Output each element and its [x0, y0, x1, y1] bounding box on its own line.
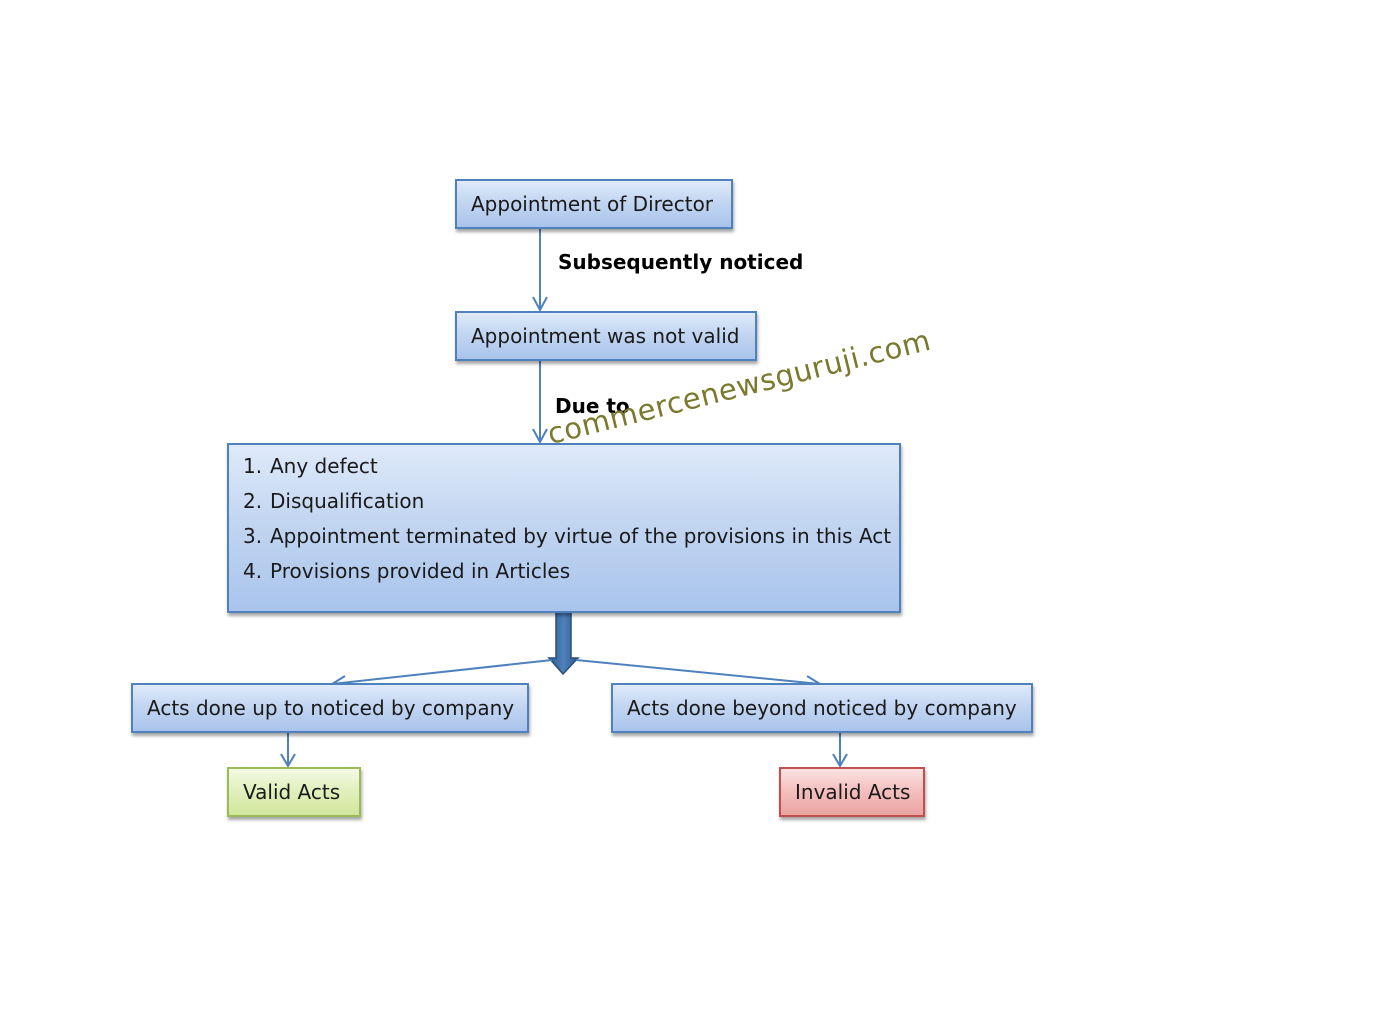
node-acts-beyond-notice-label: Acts done beyond noticed by company [627, 696, 1017, 720]
node-appointment-of-director-label: Appointment of Director [471, 192, 714, 216]
node-acts-up-to-notice: Acts done up to noticed by company [131, 683, 529, 733]
node-appointment-not-valid-label: Appointment was not valid [471, 324, 740, 348]
list-item-text: Appointment terminated by virtue of the … [270, 524, 892, 548]
list-item-number: 4. [243, 559, 263, 583]
node-acts-beyond-notice: Acts done beyond noticed by company [611, 683, 1033, 733]
list-item: 2. Disqualification [243, 488, 899, 523]
edge-label-due-to: Due to [555, 394, 630, 418]
arrow-up-to-valid [280, 733, 296, 768]
node-invalid-acts-label: Invalid Acts [795, 780, 911, 804]
list-item: 1. Any defect [243, 453, 899, 488]
node-appointment-of-director: Appointment of Director [455, 179, 733, 229]
node-valid-acts-label: Valid Acts [243, 780, 341, 804]
list-item-number: 2. [243, 489, 263, 513]
arrow-not-valid-to-reasons [532, 361, 548, 445]
list-item-number: 3. [243, 524, 263, 548]
node-acts-up-to-notice-label: Acts done up to noticed by company [147, 696, 515, 720]
list-item-text: Provisions provided in Articles [270, 559, 571, 583]
edge-label-subsequently-noticed: Subsequently noticed [558, 250, 804, 274]
node-appointment-not-valid: Appointment was not valid [455, 311, 757, 361]
arrow-beyond-to-invalid [832, 733, 848, 768]
list-item-text: Any defect [270, 454, 378, 478]
node-valid-acts: Valid Acts [227, 767, 361, 817]
reasons-list: 1. Any defect 2. Disqualification 3. App… [243, 453, 899, 593]
node-reasons-list: 1. Any defect 2. Disqualification 3. App… [227, 443, 901, 613]
list-item: 3. Appointment terminated by virtue of t… [243, 523, 899, 558]
node-invalid-acts: Invalid Acts [779, 767, 925, 817]
block-arrow-down [547, 611, 580, 676]
list-item-number: 1. [243, 454, 263, 478]
arrow-appointment-to-not-valid [532, 229, 548, 313]
list-item: 4. Provisions provided in Articles [243, 558, 899, 593]
list-item-text: Disqualification [270, 489, 425, 513]
